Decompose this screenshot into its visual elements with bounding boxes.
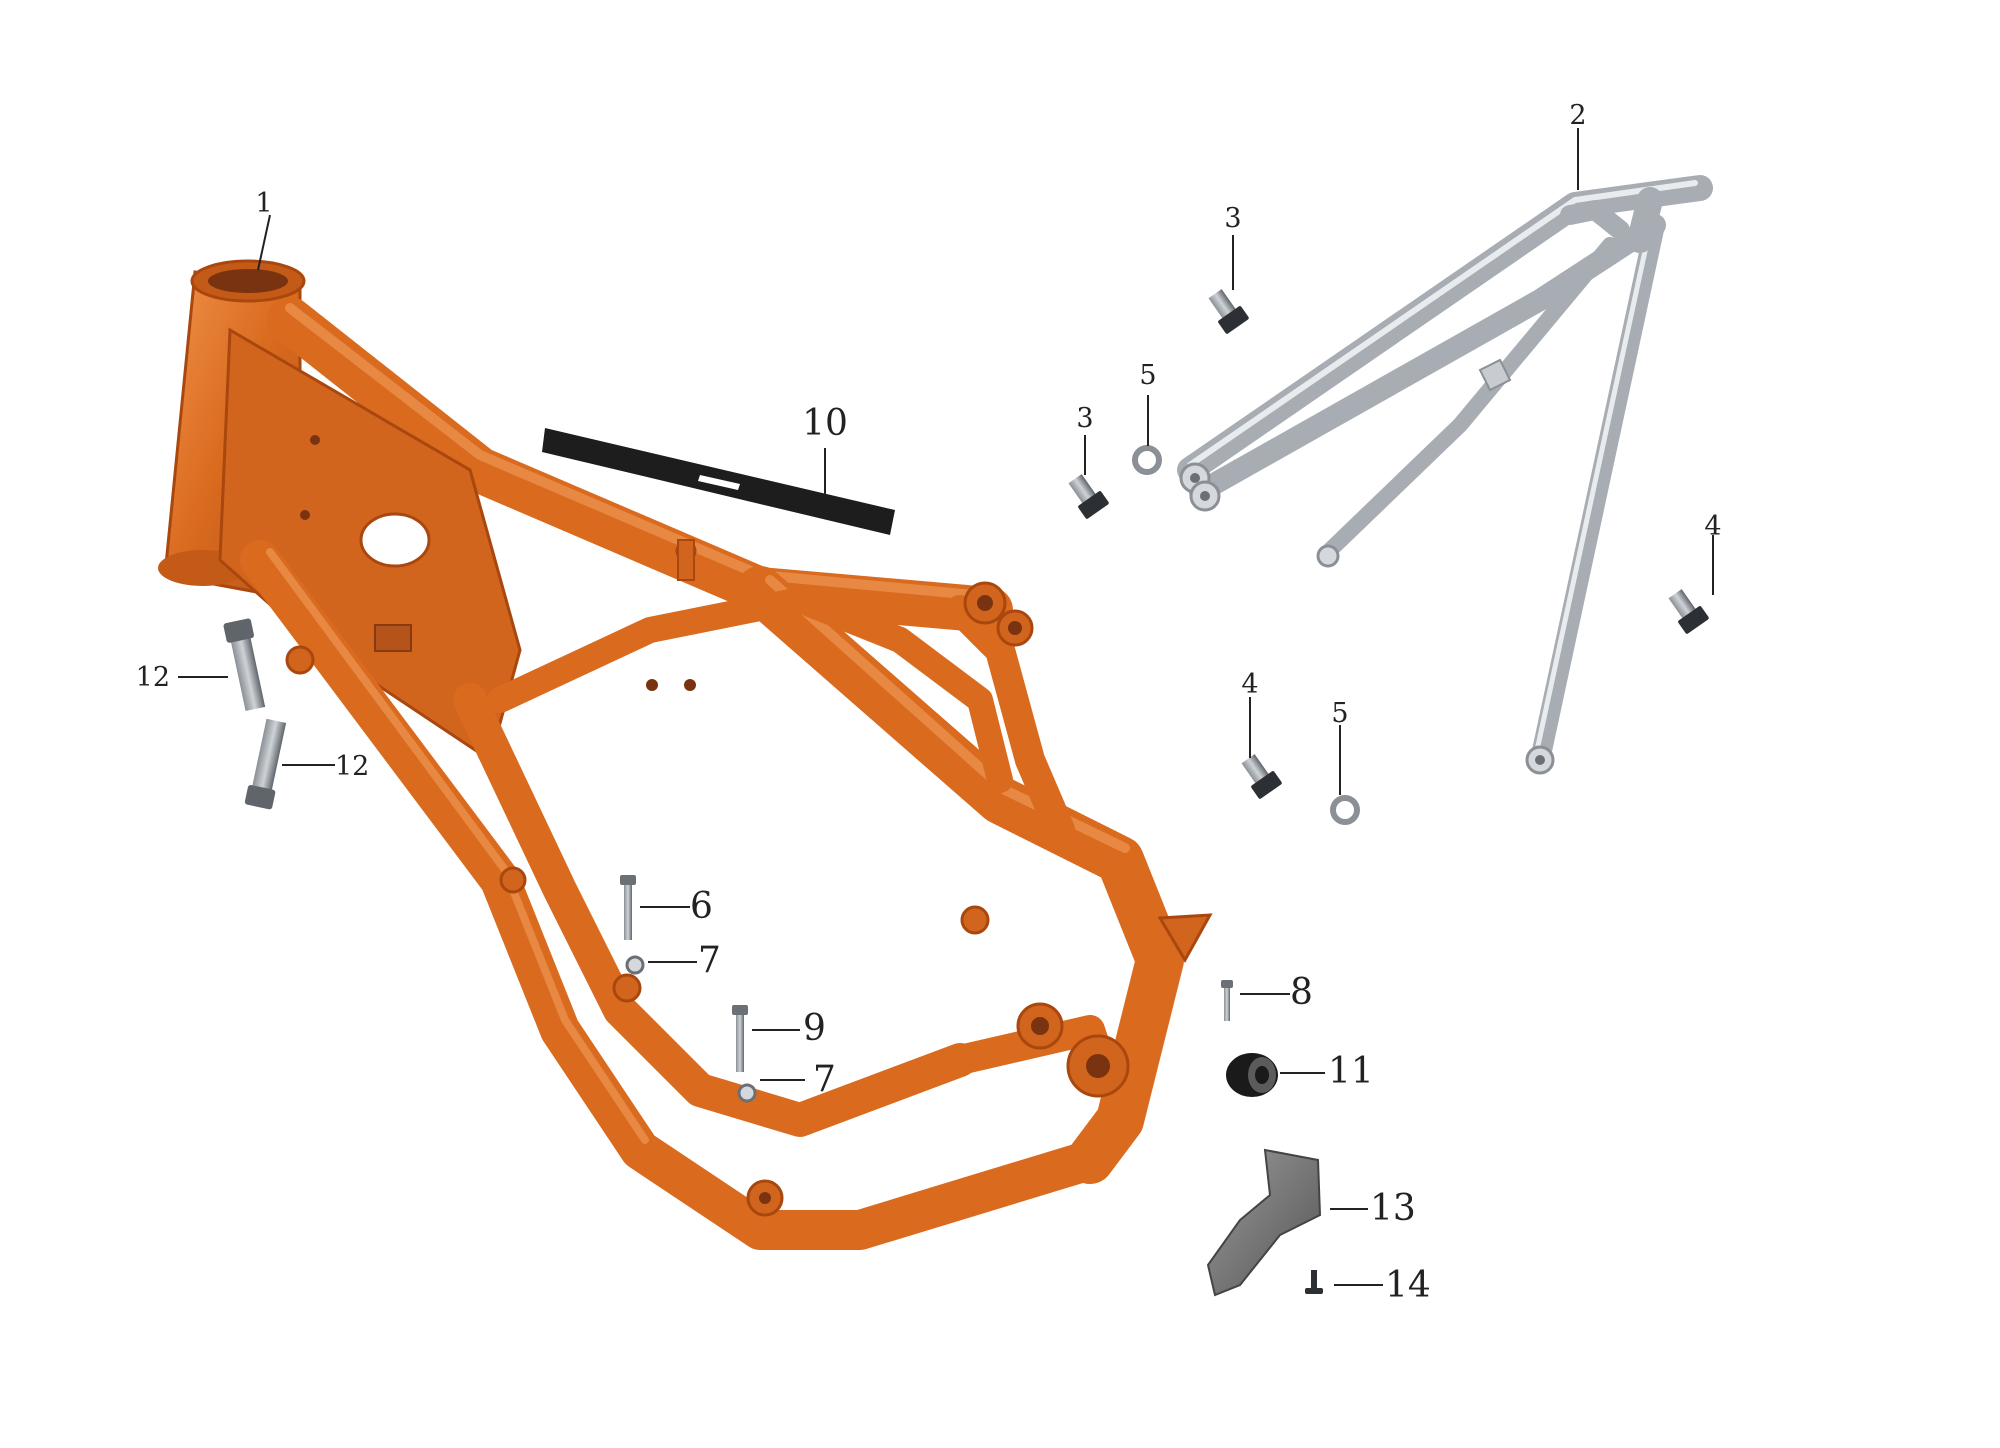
callout-8: 8 [1290,972,1313,1013]
callout-labels: 1 2 3 3 4 4 5 5 6 7 7 8 9 10 11 12 12 13… [136,100,1722,1306]
rubber-strip-10 [542,428,895,535]
nut-7-upper [625,955,645,975]
bolt-12-upper [223,618,266,711]
callout-3-lower: 3 [1076,403,1093,434]
bolt-4-right [1668,589,1709,634]
main-frame [158,259,1213,1250]
callout-4-left: 4 [1241,669,1258,700]
bolt-12-lower [244,718,287,810]
callout-12-lower: 12 [335,751,369,782]
callout-14: 14 [1385,1265,1431,1306]
callout-12-upper: 12 [136,662,170,693]
washer-5-lower [1330,795,1360,825]
leader-lines [178,128,1714,1286]
callout-10: 10 [802,403,848,444]
bushing-11 [1226,1053,1278,1097]
callout-11: 11 [1328,1051,1374,1092]
callout-7-upper: 7 [698,940,721,981]
rear-subframe [1177,175,1713,775]
callout-13: 13 [1370,1188,1416,1229]
bolt-6 [620,875,636,940]
nut-7-lower [737,1083,757,1103]
bolt-8 [1221,980,1233,1021]
callout-3-upper: 3 [1224,203,1241,234]
guard-13 [1206,1148,1322,1297]
callout-2: 2 [1569,100,1586,131]
callout-1: 1 [255,188,272,219]
callout-9: 9 [803,1008,826,1049]
screw-14 [1305,1270,1323,1294]
callout-5-lower: 5 [1331,698,1348,729]
washer-5-upper [1132,445,1162,475]
bolt-3-upper [1208,289,1249,334]
bolt-4-left [1241,754,1282,799]
bolt-3-lower [1068,474,1109,519]
callout-6: 6 [690,886,713,927]
callout-7-lower: 7 [813,1059,836,1100]
callout-4-right: 4 [1704,511,1721,542]
callout-5-upper: 5 [1139,360,1156,391]
bolt-9 [732,1005,748,1072]
